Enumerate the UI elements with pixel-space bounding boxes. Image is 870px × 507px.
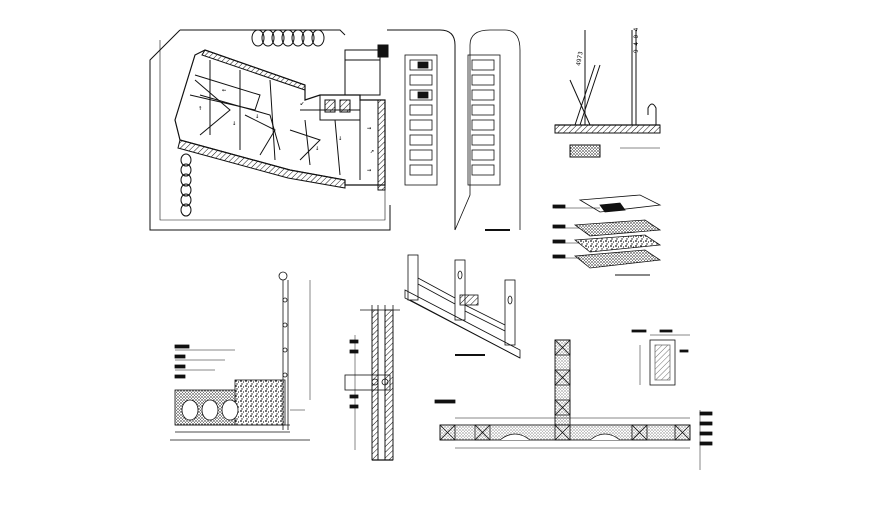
svg-text:→: → bbox=[367, 166, 371, 174]
retaining-wall-section bbox=[170, 271, 311, 441]
wall-plan-section bbox=[434, 339, 713, 470]
window-detail bbox=[631, 329, 690, 386]
sign-post-elevation: 4973 9 4 0 4 bbox=[554, 27, 661, 158]
svg-text:→: → bbox=[367, 124, 371, 132]
sign-letters: 4973 bbox=[575, 51, 584, 67]
paving-layers-detail bbox=[552, 194, 662, 276]
hedge-row-left bbox=[180, 153, 192, 217]
parking-row-1 bbox=[404, 54, 438, 186]
svg-text:←: ← bbox=[222, 86, 226, 94]
svg-text:↑: ↑ bbox=[198, 104, 202, 112]
svg-text:↗: ↗ bbox=[370, 147, 374, 155]
hedge-row-top bbox=[251, 29, 325, 47]
building-outline bbox=[174, 49, 386, 186]
svg-text:↓: ↓ bbox=[338, 134, 342, 142]
hatched-wall bbox=[177, 139, 346, 189]
svg-text:↓: ↓ bbox=[255, 112, 259, 120]
column-section bbox=[344, 305, 400, 461]
site-plan: ← ↓ ↓ ↙ ↑ ↓ ↓ → → ↗ bbox=[149, 29, 456, 231]
frame-isometric bbox=[404, 254, 521, 359]
parking-row-2 bbox=[454, 29, 521, 231]
svg-text:↓: ↓ bbox=[232, 119, 236, 127]
flow-arrows: ← ↓ ↓ ↙ ↑ ↓ ↓ → → ↗ bbox=[198, 86, 374, 174]
sign-letters-2: 9 4 0 4 bbox=[633, 27, 640, 53]
svg-text:↙: ↙ bbox=[300, 99, 304, 107]
svg-text:↓: ↓ bbox=[315, 144, 319, 152]
